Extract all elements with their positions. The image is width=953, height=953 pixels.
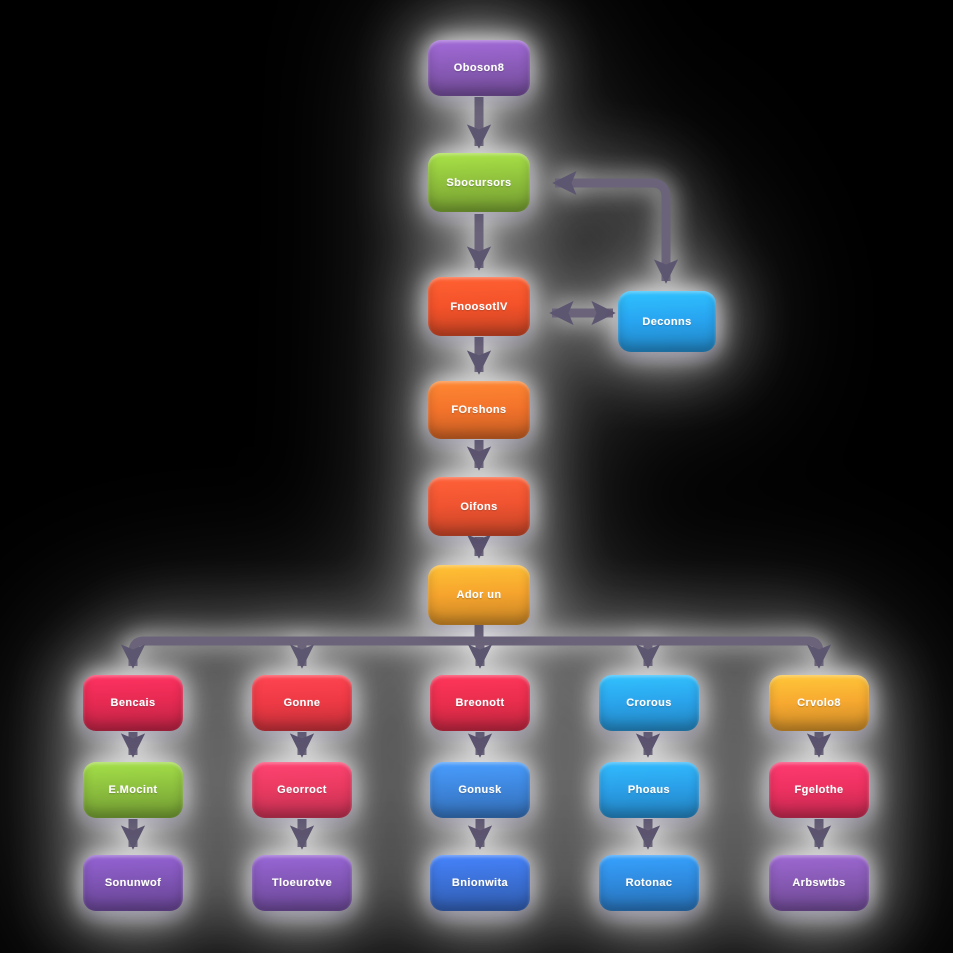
flow-node: Gonne <box>252 675 352 731</box>
node-label: Arbswtbs <box>792 877 846 889</box>
edge-n2-n4-double-elbow <box>552 170 679 284</box>
node-label: Georroct <box>277 784 327 796</box>
node-label: Ador un <box>456 589 502 601</box>
node-label: FOrshons <box>451 404 507 416</box>
flow-node: FnoosotlV <box>428 277 530 336</box>
node-label: Tloeurotve <box>271 877 333 889</box>
flow-node: Sonunwof <box>83 855 183 911</box>
flow-node: Rotonac <box>599 855 699 911</box>
flow-node: Georroct <box>252 762 352 818</box>
flow-node: Oifons <box>428 477 530 536</box>
node-label: Breonott <box>455 697 505 709</box>
flow-node: Crvolo8 <box>769 675 869 731</box>
node-label: FnoosotlV <box>450 300 508 313</box>
node-label: Bnionwita <box>451 877 509 889</box>
node-label: Phoaus <box>627 784 671 796</box>
flow-node: Crorous <box>599 675 699 731</box>
flow-node: Tloeurotve <box>252 855 352 911</box>
node-label: Crvolo8 <box>797 697 841 709</box>
flow-node: E.Mocint <box>83 762 183 818</box>
flow-node: FOrshons <box>428 381 530 439</box>
flow-node: Arbswtbs <box>769 855 869 911</box>
node-label: Oifons <box>460 500 498 513</box>
node-label: Bencais <box>110 697 156 709</box>
node-label: Gonne <box>283 697 321 709</box>
node-label: Sonunwof <box>104 877 162 889</box>
flow-node: Breonott <box>430 675 530 731</box>
flow-node: Bnionwita <box>430 855 530 911</box>
flow-node-branch-point: Ador un <box>428 565 530 625</box>
node-label: Crorous <box>626 697 672 709</box>
node-label: Deconns <box>642 315 692 328</box>
flow-node-side: Deconns <box>618 291 716 352</box>
node-label: Gonusk <box>458 784 502 796</box>
node-label: Sbocursors <box>446 176 512 189</box>
flow-node-root: Oboson8 <box>428 40 530 96</box>
node-label: Oboson8 <box>453 62 505 74</box>
node-label: E.Mocint <box>108 784 158 796</box>
node-label: Rotonac <box>625 877 673 889</box>
flow-node: Gonusk <box>430 762 530 818</box>
flow-node: Bencais <box>83 675 183 731</box>
node-label: Fgelothe <box>794 784 844 796</box>
flow-node: Phoaus <box>599 762 699 818</box>
flow-node: Sbocursors <box>428 153 530 212</box>
flow-node: Fgelothe <box>769 762 869 818</box>
